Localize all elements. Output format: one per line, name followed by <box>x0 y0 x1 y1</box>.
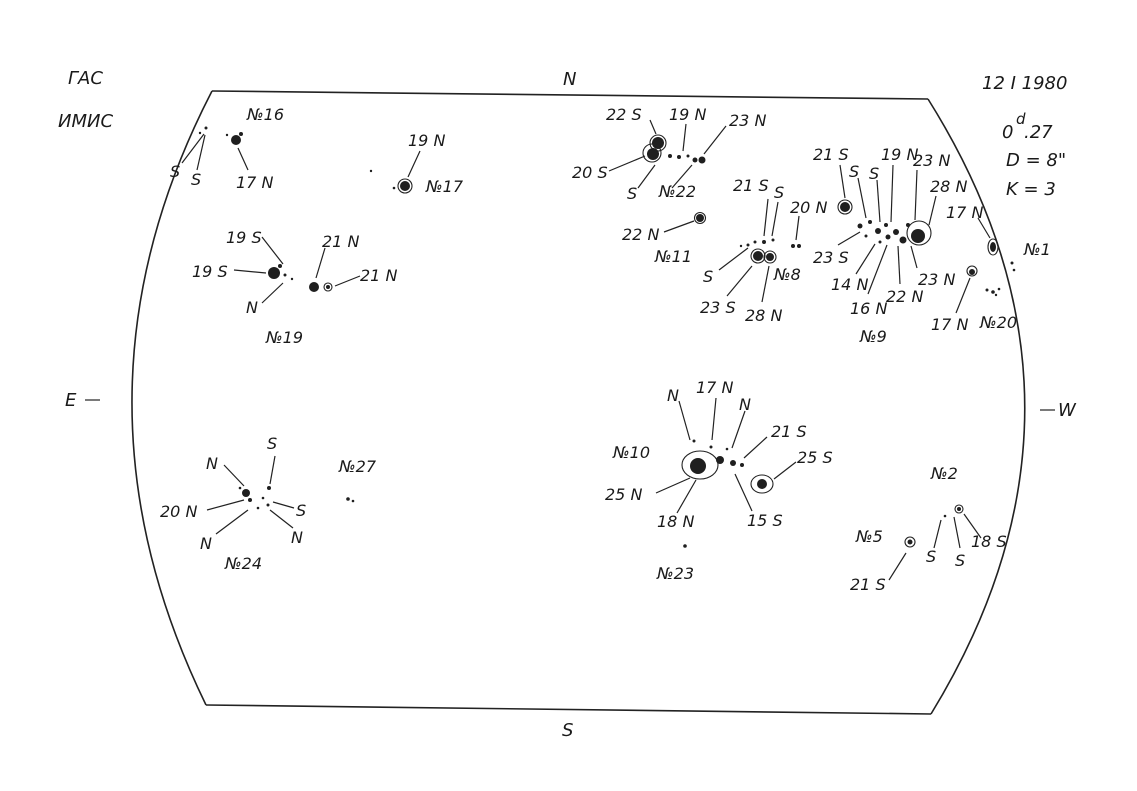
time-value: 0 <box>1002 122 1013 143</box>
spot-label: 16 N <box>850 299 887 318</box>
sunspot-group-27: №27 <box>338 457 377 503</box>
spot-label: 21 S <box>771 422 807 441</box>
group-number: №24 <box>224 554 262 573</box>
spot-label: 14 N <box>831 275 868 294</box>
time-fraction: .27 <box>1024 122 1053 143</box>
compass-south: S <box>562 720 573 741</box>
spot-label: 19 S <box>226 228 262 247</box>
spot-label: 20 N <box>160 502 197 521</box>
group-number: №1 <box>1023 240 1051 259</box>
spot-label: S <box>926 547 936 566</box>
sunspot-group-2: S S 18 S №2 <box>926 464 1007 570</box>
sunspot-group-17: 19 N №17 <box>369 131 464 196</box>
spot-label: N <box>200 534 212 553</box>
spot-label: 22 N <box>622 225 659 244</box>
spot-label: 28 N <box>930 177 967 196</box>
spot-label: 22 N <box>886 287 923 306</box>
spot-label: S <box>191 170 201 189</box>
spot-label: S <box>869 164 879 183</box>
spot-label: S <box>170 162 180 181</box>
spot-label: S <box>774 183 784 202</box>
group-number: №19 <box>265 328 303 347</box>
spot-label: 18 N <box>657 512 694 531</box>
spot-label: 21 N <box>322 232 359 251</box>
group-number: №17 <box>425 177 464 196</box>
group-number: №23 <box>656 564 694 583</box>
solar-disk-outline <box>85 90 1055 715</box>
spot-label: 23 N <box>918 270 955 289</box>
sunspot-group-20: 17 N №20 <box>931 265 1017 334</box>
observation-date: 12 I 1980 <box>982 73 1067 94</box>
spot-label: 23 S <box>813 248 849 267</box>
spot-label: N <box>291 528 303 547</box>
sunspot-group-11: 22 N №11 <box>622 211 707 266</box>
spot-label: 17 N <box>931 315 968 334</box>
spot-label: 17 N <box>236 173 273 192</box>
sunspot-group-5: №5 21 S <box>850 527 916 594</box>
spot-label: S <box>627 184 637 203</box>
spot-label: S <box>296 501 306 520</box>
quality-index: K = 3 <box>1006 179 1056 200</box>
sunspot-group-16: №16 S S 17 N <box>170 105 284 192</box>
spot-label: N <box>246 298 258 317</box>
spot-label: 19 S <box>192 262 228 281</box>
spot-label: S <box>955 551 965 570</box>
spot-label: N <box>739 395 751 414</box>
spot-label: N <box>206 454 218 473</box>
spot-label: 22 S <box>606 105 642 124</box>
sunspot-group-19: 19 S 19 S N 21 N 21 N №19 <box>192 228 397 347</box>
spot-label: 23 N <box>729 111 766 130</box>
spot-label: 17 N <box>696 378 733 397</box>
spot-label: 17 N <box>946 203 983 222</box>
time-unit: d <box>1016 110 1026 128</box>
compass-east: E <box>65 390 77 411</box>
institute-label: ИМИС <box>58 111 113 132</box>
spot-label: 28 N <box>745 306 782 325</box>
spot-label: 25 N <box>605 485 642 504</box>
spot-label: N <box>667 386 679 405</box>
group-number: №22 <box>658 182 696 201</box>
spot-label: 23 N <box>913 151 950 170</box>
group-number: №8 <box>773 265 801 284</box>
spot-label: 21 S <box>733 176 769 195</box>
group-number: №16 <box>246 105 284 124</box>
spot-label: 18 S <box>971 532 1007 551</box>
compass-north: N <box>563 69 576 90</box>
spot-label: 19 N <box>408 131 445 150</box>
spot-label: 21 S <box>850 575 886 594</box>
sunspot-group-22: 22 S 19 N 23 N 20 S S №22 <box>572 105 766 203</box>
sunspot-group-10: N 17 N N 21 S 25 S 25 N 18 N 15 S №10 <box>605 378 833 531</box>
sunspot-group-23: №23 <box>656 544 694 583</box>
observatory-label: ГАС <box>68 68 103 89</box>
spot-label: S <box>267 434 277 453</box>
group-number: №5 <box>855 527 883 546</box>
spot-label: 21 N <box>360 266 397 285</box>
group-number: №20 <box>979 313 1017 332</box>
group-number: №9 <box>859 327 887 346</box>
sunspot-group-1: 17 N №1 <box>946 203 1051 272</box>
sunspot-group-9: 21 S S S 19 N 23 N 28 N 23 S 14 N 16 N 2… <box>813 145 967 346</box>
spot-label: 25 S <box>797 448 833 467</box>
group-number: №10 <box>612 443 650 462</box>
group-number: №27 <box>338 457 377 476</box>
group-number: №11 <box>654 247 692 266</box>
spot-label: 20 N <box>790 198 827 217</box>
compass-west: W <box>1058 400 1077 421</box>
spot-label: 20 S <box>572 163 608 182</box>
spot-label: 19 N <box>881 145 918 164</box>
sunspot-group-8: 21 S S 20 N S 23 S 28 N №8 <box>700 176 827 325</box>
group-number: №2 <box>930 464 958 483</box>
spot-label: 23 S <box>700 298 736 317</box>
spot-label: 15 S <box>747 511 783 530</box>
spot-label: 21 S <box>813 145 849 164</box>
spot-label: 19 N <box>669 105 706 124</box>
disk-diameter: D = 8" <box>1006 150 1066 171</box>
spot-label: S <box>849 162 859 181</box>
sunspot-group-24: N S 20 N S N N №24 <box>160 434 306 573</box>
spot-label: S <box>703 267 713 286</box>
